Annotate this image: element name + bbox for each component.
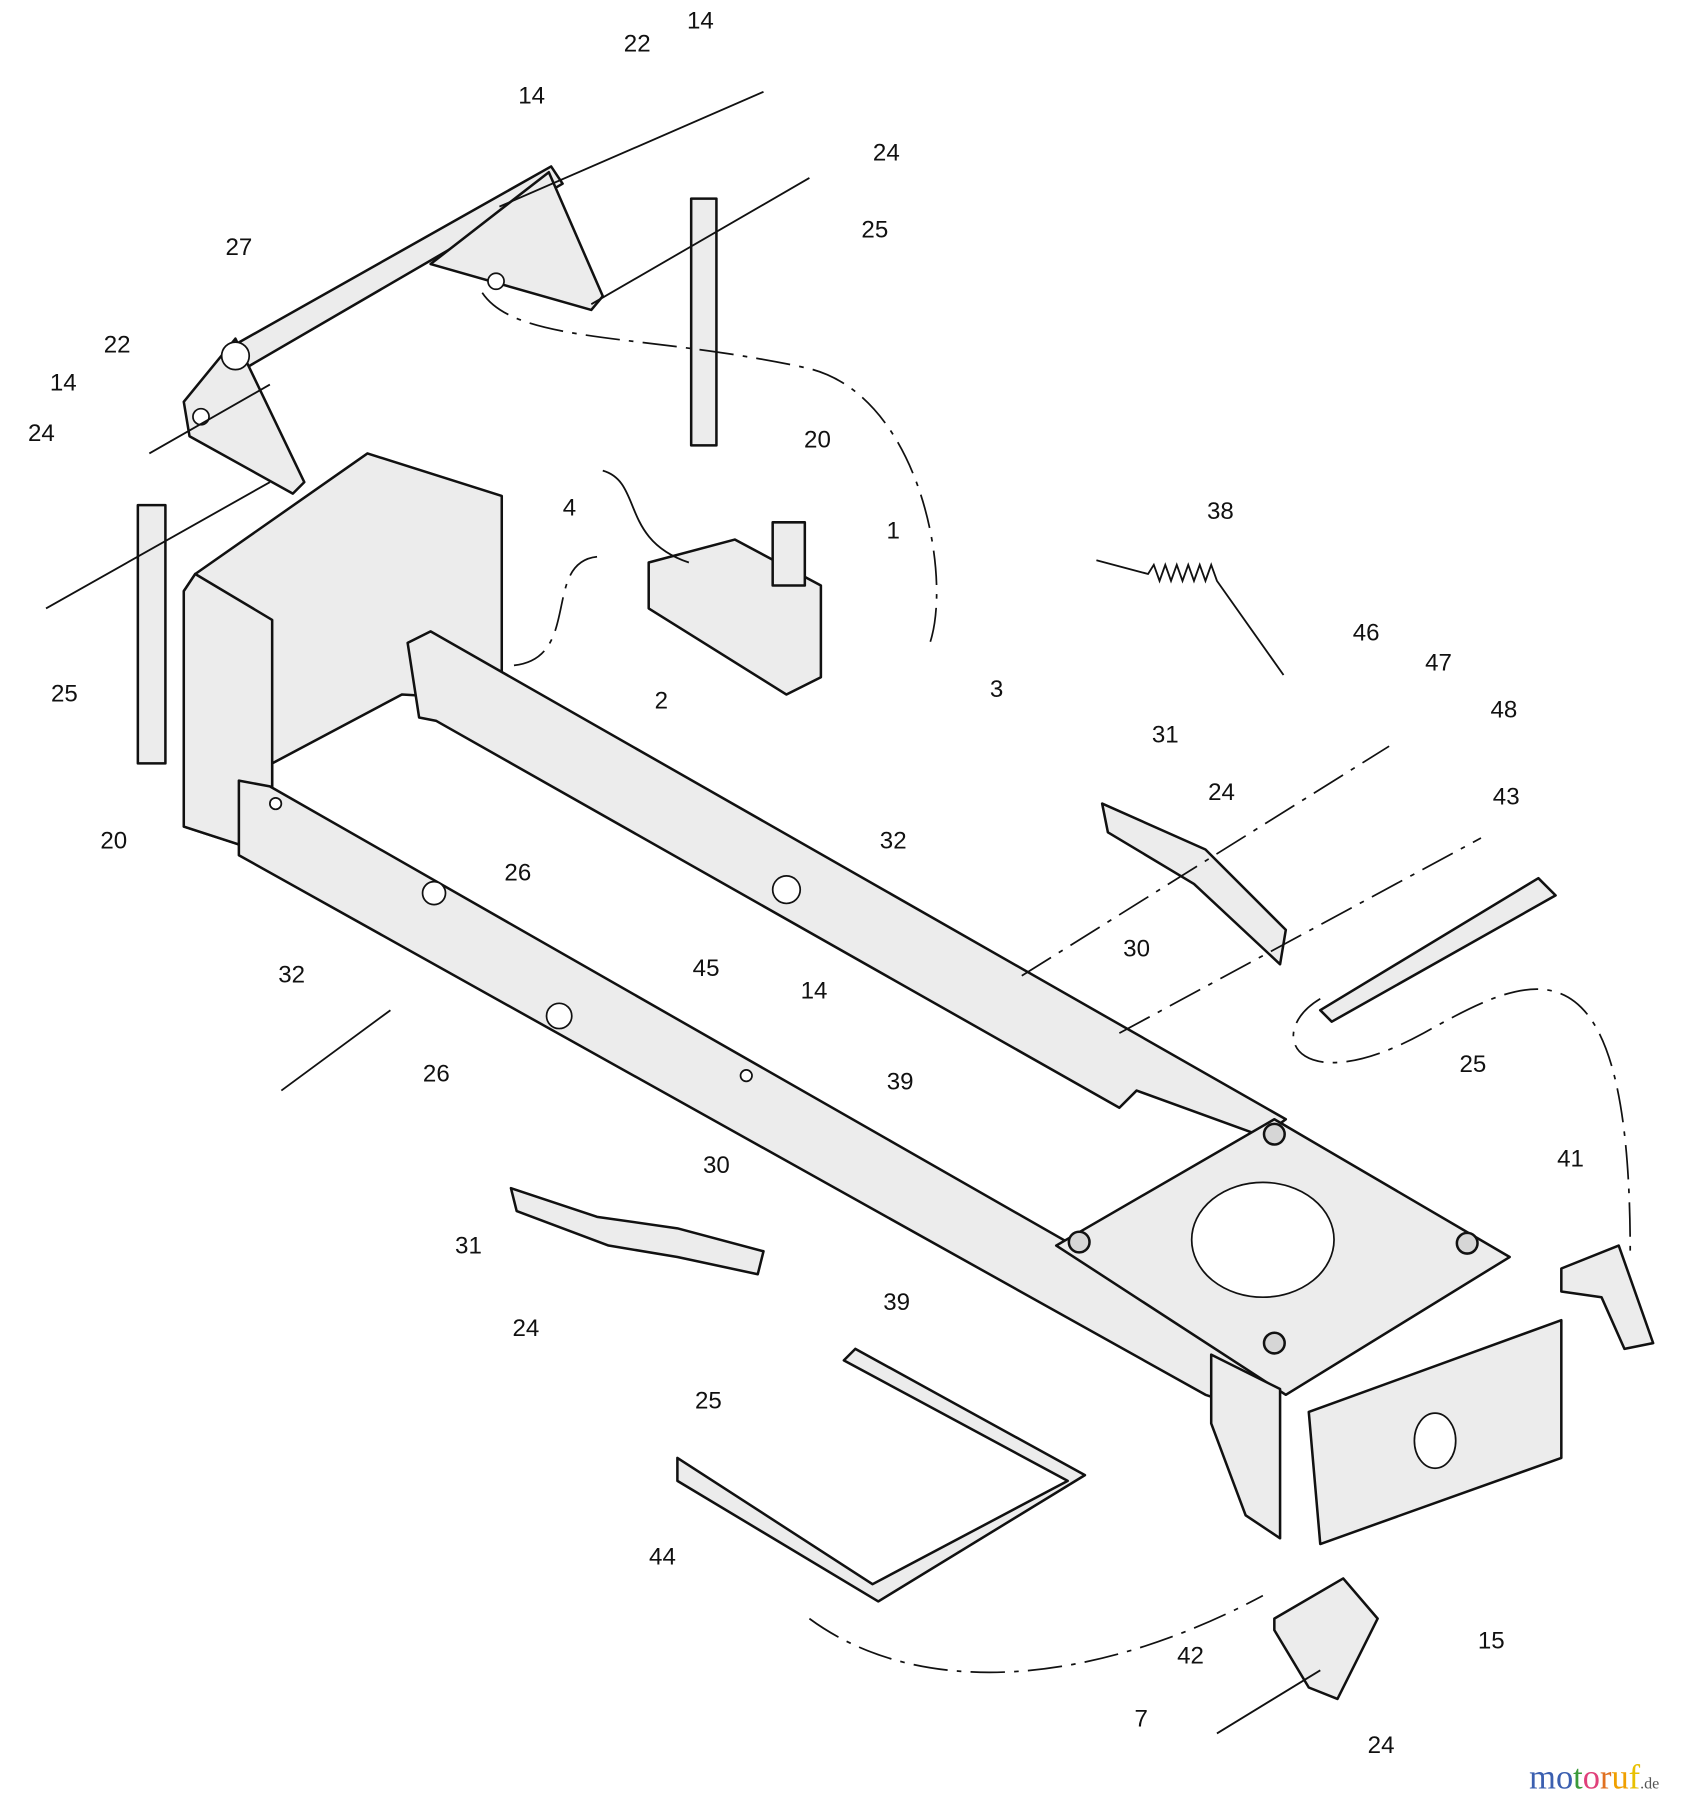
lift-link-left (136, 503, 167, 765)
callout: 4 (563, 494, 576, 521)
callout: 1 (887, 517, 900, 544)
callout: 31 (455, 1233, 482, 1260)
callout: 25 (51, 680, 78, 707)
lever-right (1100, 802, 1288, 966)
callout: 2 (655, 687, 668, 714)
callout: 43 (1493, 784, 1520, 811)
callout: 26 (423, 1060, 450, 1087)
lift-shaft (182, 165, 605, 495)
callout: 15 (1478, 1627, 1505, 1654)
lift-link-right (689, 197, 718, 447)
callout: 25 (861, 217, 888, 244)
callout: 24 (873, 140, 900, 167)
rod (1318, 876, 1557, 1023)
callout: 22 (624, 31, 651, 58)
callout: 3 (990, 676, 1003, 703)
callout: 22 (104, 331, 131, 358)
bracket-41 (1560, 1244, 1655, 1351)
callout: 39 (887, 1068, 914, 1095)
callout-labels: 14 22 14 24 25 27 22 14 24 20 4 38 1 46 … (28, 8, 1584, 1759)
callout: 14 (518, 82, 545, 109)
callout: 38 (1207, 498, 1234, 525)
bracket-42 (1273, 1577, 1379, 1701)
callout: 44 (649, 1544, 676, 1571)
callout: 14 (50, 369, 77, 396)
callout: 27 (225, 234, 252, 261)
callout: 14 (687, 8, 714, 35)
rear-plate (1054, 1117, 1511, 1397)
callout: 24 (512, 1315, 539, 1342)
callout: 20 (100, 827, 127, 854)
callout: 24 (1208, 779, 1235, 806)
callout: 32 (278, 962, 305, 989)
frame-rail-rear (406, 630, 1288, 1138)
callout: 24 (1368, 1732, 1395, 1759)
callout: 47 (1425, 649, 1452, 676)
callout: 42 (1177, 1642, 1204, 1669)
callout: 25 (1460, 1051, 1487, 1078)
spring (1096, 559, 1285, 676)
watermark-logo: motoruf.de (1529, 1759, 1659, 1797)
callout: 20 (804, 427, 831, 454)
callout: 26 (504, 859, 531, 886)
callout: 24 (28, 420, 55, 447)
rear-hitch-box (1209, 1318, 1563, 1546)
callout: 41 (1557, 1145, 1584, 1172)
callout: 31 (1152, 722, 1179, 749)
callout: 7 (1134, 1706, 1147, 1733)
callout: 46 (1353, 620, 1380, 647)
callout: 45 (693, 955, 720, 982)
callout: 48 (1491, 696, 1518, 723)
callout: 30 (1123, 935, 1150, 962)
callout: 14 (801, 978, 828, 1005)
bracket-u (676, 1347, 1087, 1603)
callout: 39 (883, 1289, 910, 1316)
callout: 30 (703, 1152, 730, 1179)
callout: 25 (695, 1388, 722, 1415)
callout: 32 (880, 827, 907, 854)
lever-left (509, 1186, 765, 1276)
lift-actuator (602, 469, 823, 696)
